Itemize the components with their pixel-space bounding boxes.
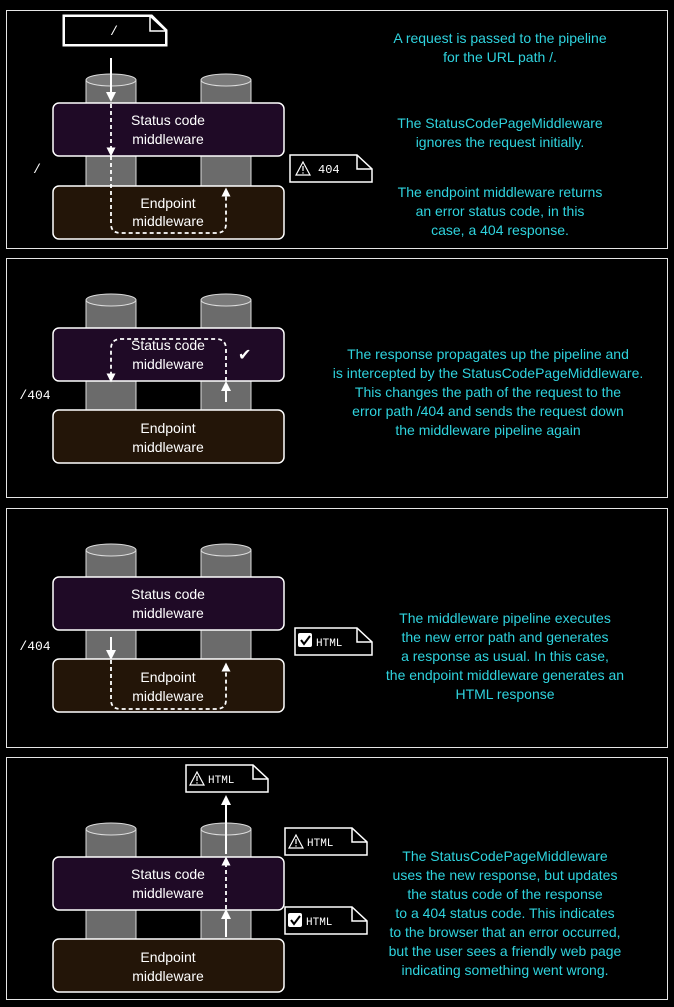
status-box-label-1: Status code xyxy=(131,866,205,882)
status-box-label-2: middleware xyxy=(132,131,204,147)
response-badge-upper: HTML xyxy=(284,827,368,856)
path-label: / xyxy=(33,162,41,177)
panel-3-diagram: Status code middleware Endpoint middlewa… xyxy=(19,543,373,713)
status-box-label-2: middleware xyxy=(132,605,204,621)
endpoint-box-label-2: middleware xyxy=(132,439,204,455)
path-label: /404 xyxy=(19,639,50,654)
panel-3-desc: The middleware pipeline executes the new… xyxy=(385,610,625,702)
panel-1-desc-2: The StatusCodePageMiddleware ignores the… xyxy=(397,115,603,150)
warning-icon xyxy=(294,160,312,176)
status-code-middleware-box xyxy=(52,856,285,911)
endpoint-box-label-1: Endpoint xyxy=(140,669,195,685)
status-box-label-1: Status code xyxy=(131,337,205,353)
badge-text: 404 xyxy=(318,163,340,177)
endpoint-middleware-box xyxy=(52,409,285,464)
endpoint-box-label-1: Endpoint xyxy=(140,949,195,965)
panel-1 xyxy=(6,10,668,249)
panel-1-desc-3: The endpoint middleware returns an error… xyxy=(397,184,603,238)
status-box-label-1: Status code xyxy=(131,112,205,128)
endpoint-middleware-box xyxy=(52,938,285,993)
arrow-loop-dashed xyxy=(110,156,231,234)
endpoint-box-label-2: middleware xyxy=(132,213,204,229)
request-document: / xyxy=(62,14,168,47)
endpoint-box-label-1: Endpoint xyxy=(140,195,195,211)
response-badge-top: HTML xyxy=(185,764,269,793)
badge-text: HTML xyxy=(208,775,234,787)
endpoint-box-label-2: middleware xyxy=(132,968,204,984)
check-icon xyxy=(288,913,302,927)
response-badge-404: 404 xyxy=(289,154,373,183)
panel-4 xyxy=(6,757,668,1000)
request-doc-text: / xyxy=(110,24,118,39)
endpoint-box-label-2: middleware xyxy=(132,688,204,704)
status-box-label-2: middleware xyxy=(132,356,204,372)
panel-2-diagram: Status code middleware Endpoint middlewa… xyxy=(19,293,285,464)
arrow-loop-dashed xyxy=(110,660,231,710)
badge-text: HTML xyxy=(316,638,342,650)
response-badge-html: HTML xyxy=(294,627,373,656)
warning-icon xyxy=(188,770,206,786)
check-icon xyxy=(298,633,312,647)
response-badge-lower: HTML xyxy=(284,906,368,935)
status-code-middleware-box xyxy=(52,576,285,631)
status-box-label-1: Status code xyxy=(131,586,205,602)
check-icon: ✔ xyxy=(238,347,251,364)
panel-4-diagram: Status code middleware Endpoint middlewa… xyxy=(52,764,368,993)
endpoint-box-label-1: Endpoint xyxy=(140,420,195,436)
badge-text: HTML xyxy=(306,917,332,929)
arrow-loop-dashed xyxy=(106,338,227,383)
badge-text: HTML xyxy=(307,838,333,850)
endpoint-middleware-box xyxy=(52,658,285,713)
panel-1-diagram: / Status code middleware Endpoint middle… xyxy=(33,14,373,240)
status-code-middleware-box xyxy=(52,102,285,157)
path-label: /404 xyxy=(19,388,50,403)
panel-4-desc: The StatusCodePageMiddleware uses the ne… xyxy=(388,848,622,978)
panel-3 xyxy=(6,508,668,748)
status-box-label-2: middleware xyxy=(132,885,204,901)
panel-2-desc: The response propagates up the pipeline … xyxy=(332,346,644,438)
panel-2 xyxy=(6,258,668,498)
panel-1-desc-1: A request is passed to the pipeline for … xyxy=(393,30,607,65)
warning-icon xyxy=(287,833,305,849)
